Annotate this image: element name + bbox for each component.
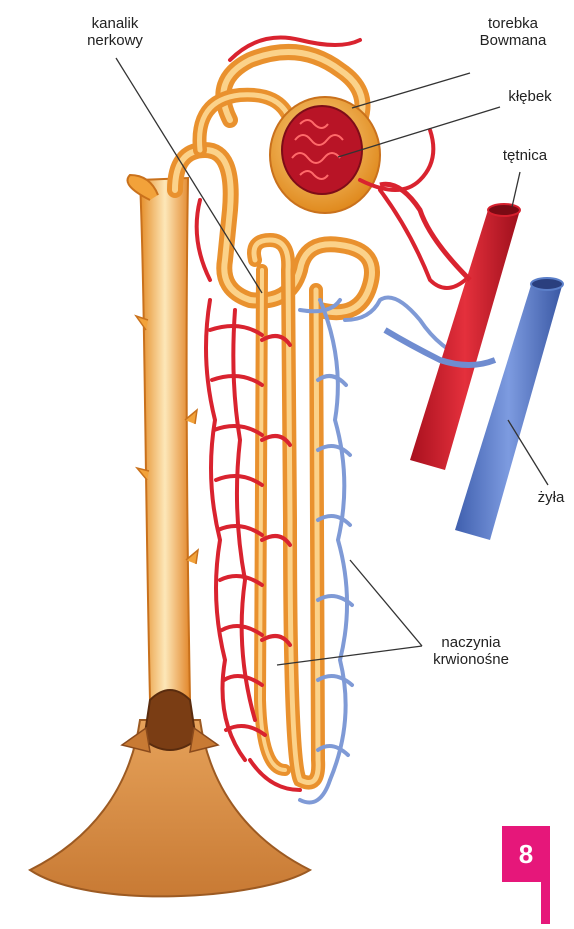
label-blood-vessels-line1: naczynia (416, 634, 526, 651)
label-bowman-capsule-line2: Bowmana (458, 32, 568, 49)
leader-vessels-2 (277, 646, 422, 665)
page-edge-bar (541, 882, 550, 924)
leader-vessels-1 (350, 560, 422, 646)
renal-papilla (30, 690, 310, 896)
label-artery: tętnica (490, 147, 560, 164)
label-blood-vessels: naczynia krwionośne (416, 634, 526, 668)
page-number-badge: 8 (502, 826, 550, 882)
label-blood-vessels-line2: krwionośne (416, 651, 526, 668)
label-renal-tubule: kanalik nerkowy (70, 15, 160, 49)
label-bowman-capsule: torebka Bowmana (458, 15, 568, 49)
label-glomerulus: kłębek (495, 88, 565, 105)
collecting-duct (128, 175, 199, 700)
label-renal-tubule-line1: kanalik (70, 15, 160, 32)
leader-artery (512, 172, 520, 207)
leader-capsule (352, 73, 470, 108)
glomerulus (282, 106, 362, 194)
label-vein: żyła (528, 489, 574, 506)
label-bowman-capsule-line1: torebka (458, 15, 568, 32)
label-renal-tubule-line2: nerkowy (70, 32, 160, 49)
